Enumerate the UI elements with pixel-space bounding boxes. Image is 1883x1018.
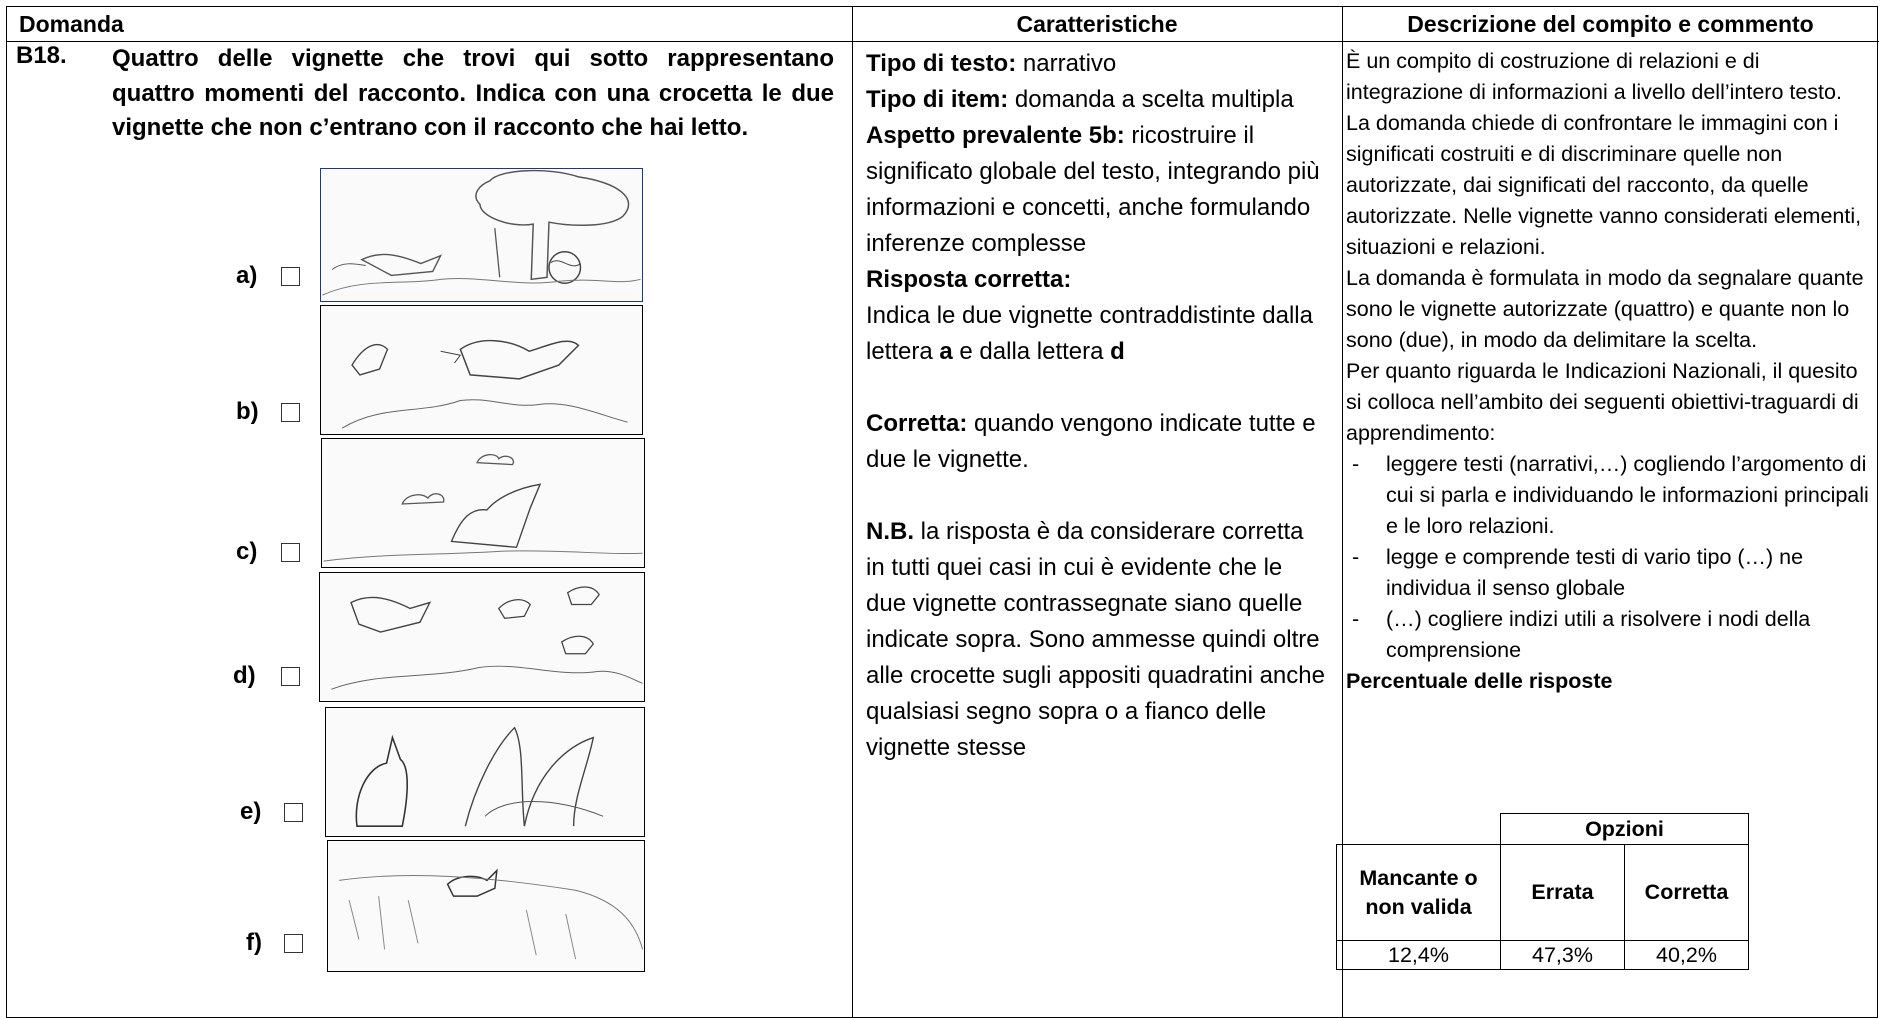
tipo-testo-value: narrativo xyxy=(1016,50,1117,77)
option-c-label: c) xyxy=(236,538,258,565)
option-e-label: e) xyxy=(240,798,262,825)
risposta-pre: Indica le due vignette contraddistinte d… xyxy=(866,302,1313,365)
nb-text: N.B. la risposta è da considerare corret… xyxy=(866,514,1326,766)
fox-ball-tree-illustration xyxy=(322,169,641,296)
option-b-checkbox[interactable] xyxy=(281,403,300,422)
tipo-testo: Tipo di testo: narrativo xyxy=(866,46,1326,82)
option-b-label: b) xyxy=(236,398,259,425)
percentage-header-row: Mancante o non valida Errata Corretta xyxy=(1336,844,1749,941)
aspetto-value: ricostruire il significato globale del t… xyxy=(866,122,1320,257)
objective-item: - (…) cogliere indizi utili a risolvere i… xyxy=(1346,604,1876,666)
vignette-d-image[interactable] xyxy=(319,572,645,702)
header-corretta: Corretta xyxy=(1624,844,1749,941)
header-errata: Errata xyxy=(1500,844,1625,941)
objectives-list: - leggere testi (narrativi,…) cogliendo l… xyxy=(1346,449,1876,666)
opzioni-header: Opzioni xyxy=(1500,813,1749,845)
option-f-label: f) xyxy=(246,929,262,956)
hare-clouds-illustration xyxy=(323,454,643,562)
fox-plants-illustration xyxy=(355,726,604,827)
option-e-checkbox[interactable] xyxy=(284,803,303,822)
risposta-letter-d: d xyxy=(1110,338,1125,365)
corretta-label: Corretta: xyxy=(866,410,968,437)
vignette-a-image[interactable] xyxy=(320,168,643,302)
option-a-checkbox[interactable] xyxy=(281,267,300,286)
header-mancante: Mancante o non valida xyxy=(1336,844,1501,941)
value-mancante: 12,4% xyxy=(1336,940,1501,970)
option-d-checkbox[interactable] xyxy=(281,667,300,686)
tipo-item: Tipo di item: domanda a scelta multipla xyxy=(866,82,1326,118)
corretta-value: quando vengono indicate tutte e due le v… xyxy=(866,410,1316,473)
description-paragraph-1: È un compito di costruzione di relazioni… xyxy=(1346,49,1842,104)
tipo-testo-label: Tipo di testo: xyxy=(866,50,1017,77)
value-corretta: 40,2% xyxy=(1624,940,1749,970)
percentage-values-row: 12,4% 47,3% 40,2% xyxy=(1336,940,1749,970)
objective-text: legge e comprende testi di vario tipo (…… xyxy=(1386,545,1804,600)
nb-value: la risposta è da considerare corretta in… xyxy=(866,518,1325,761)
nb-label: N.B. xyxy=(866,518,914,545)
percentage-title: Percentuale delle risposte xyxy=(1346,669,1613,693)
objective-item: - legge e comprende testi di vario tipo (… xyxy=(1346,542,1876,604)
description-paragraph-2: La domanda chiede di confrontare le imma… xyxy=(1346,111,1862,259)
risposta-mid: e dalla lettera xyxy=(952,338,1111,365)
corretta-text: Corretta: quando vengono indicate tutte … xyxy=(866,406,1326,478)
column-divider xyxy=(852,7,853,1017)
question-text: Quattro delle vignette che trovi qui sot… xyxy=(112,45,834,141)
risposta-label: Risposta corretta: xyxy=(866,266,1072,293)
objective-text: (…) cogliere indizi utili a risolvere i … xyxy=(1386,607,1811,662)
question-number: B18. xyxy=(16,42,67,69)
fox-hare-chase-illustration xyxy=(341,339,628,429)
percentage-group-row: Opzioni xyxy=(1337,813,1749,845)
value-errata: 47,3% xyxy=(1500,940,1625,970)
header-descrizione: Descrizione del compito e commento xyxy=(1342,7,1879,42)
option-f-checkbox[interactable] xyxy=(284,934,303,953)
hare-grass-illustration xyxy=(339,868,644,960)
option-a-label: a) xyxy=(236,262,258,289)
vignette-c-image[interactable] xyxy=(321,438,645,568)
characteristics-column: Tipo di testo: narrativo Tipo di item: d… xyxy=(866,46,1326,766)
description-column: È un compito di costruzione di relazioni… xyxy=(1346,46,1876,697)
vignette-b-image[interactable] xyxy=(320,305,643,435)
tipo-item-value: domanda a scelta multipla xyxy=(1008,86,1294,113)
aspetto-label: Aspetto prevalente 5b: xyxy=(866,122,1125,149)
description-paragraph-4: Per quanto riguarda le Indicazioni Nazio… xyxy=(1346,359,1859,445)
risposta-corretta-text: Indica le due vignette contraddistinte d… xyxy=(866,298,1326,370)
fox-three-hares-illustration xyxy=(331,586,643,690)
header-domanda: Domanda xyxy=(7,7,852,42)
risposta-letter-a: a xyxy=(939,338,953,365)
percentage-table: Opzioni Mancante o non valida Errata Cor… xyxy=(1336,813,1749,970)
header-domanda-label: Domanda xyxy=(19,11,124,37)
header-caratteristiche: Caratteristiche xyxy=(852,7,1342,42)
objective-item: - leggere testi (narrativi,…) cogliendo l… xyxy=(1346,449,1876,542)
vignette-f-image[interactable] xyxy=(327,840,645,972)
bullet-dash: - xyxy=(1352,452,1360,476)
bullet-dash: - xyxy=(1352,545,1360,569)
risposta-corretta-heading: Risposta corretta: xyxy=(866,262,1326,298)
tipo-item-label: Tipo di item: xyxy=(866,86,1009,113)
option-d-label: d) xyxy=(233,662,256,689)
empty-cell xyxy=(1337,814,1501,845)
bullet-dash: - xyxy=(1352,607,1360,631)
objective-text: leggere testi (narrativi,…) cogliendo l’… xyxy=(1386,452,1869,538)
option-c-checkbox[interactable] xyxy=(281,543,300,562)
column-divider xyxy=(1342,7,1343,1017)
vignette-e-image[interactable] xyxy=(325,707,645,837)
description-paragraph-3: La domanda è formulata in modo da segnal… xyxy=(1346,266,1864,352)
aspetto-prevalente: Aspetto prevalente 5b: ricostruire il si… xyxy=(866,118,1326,262)
